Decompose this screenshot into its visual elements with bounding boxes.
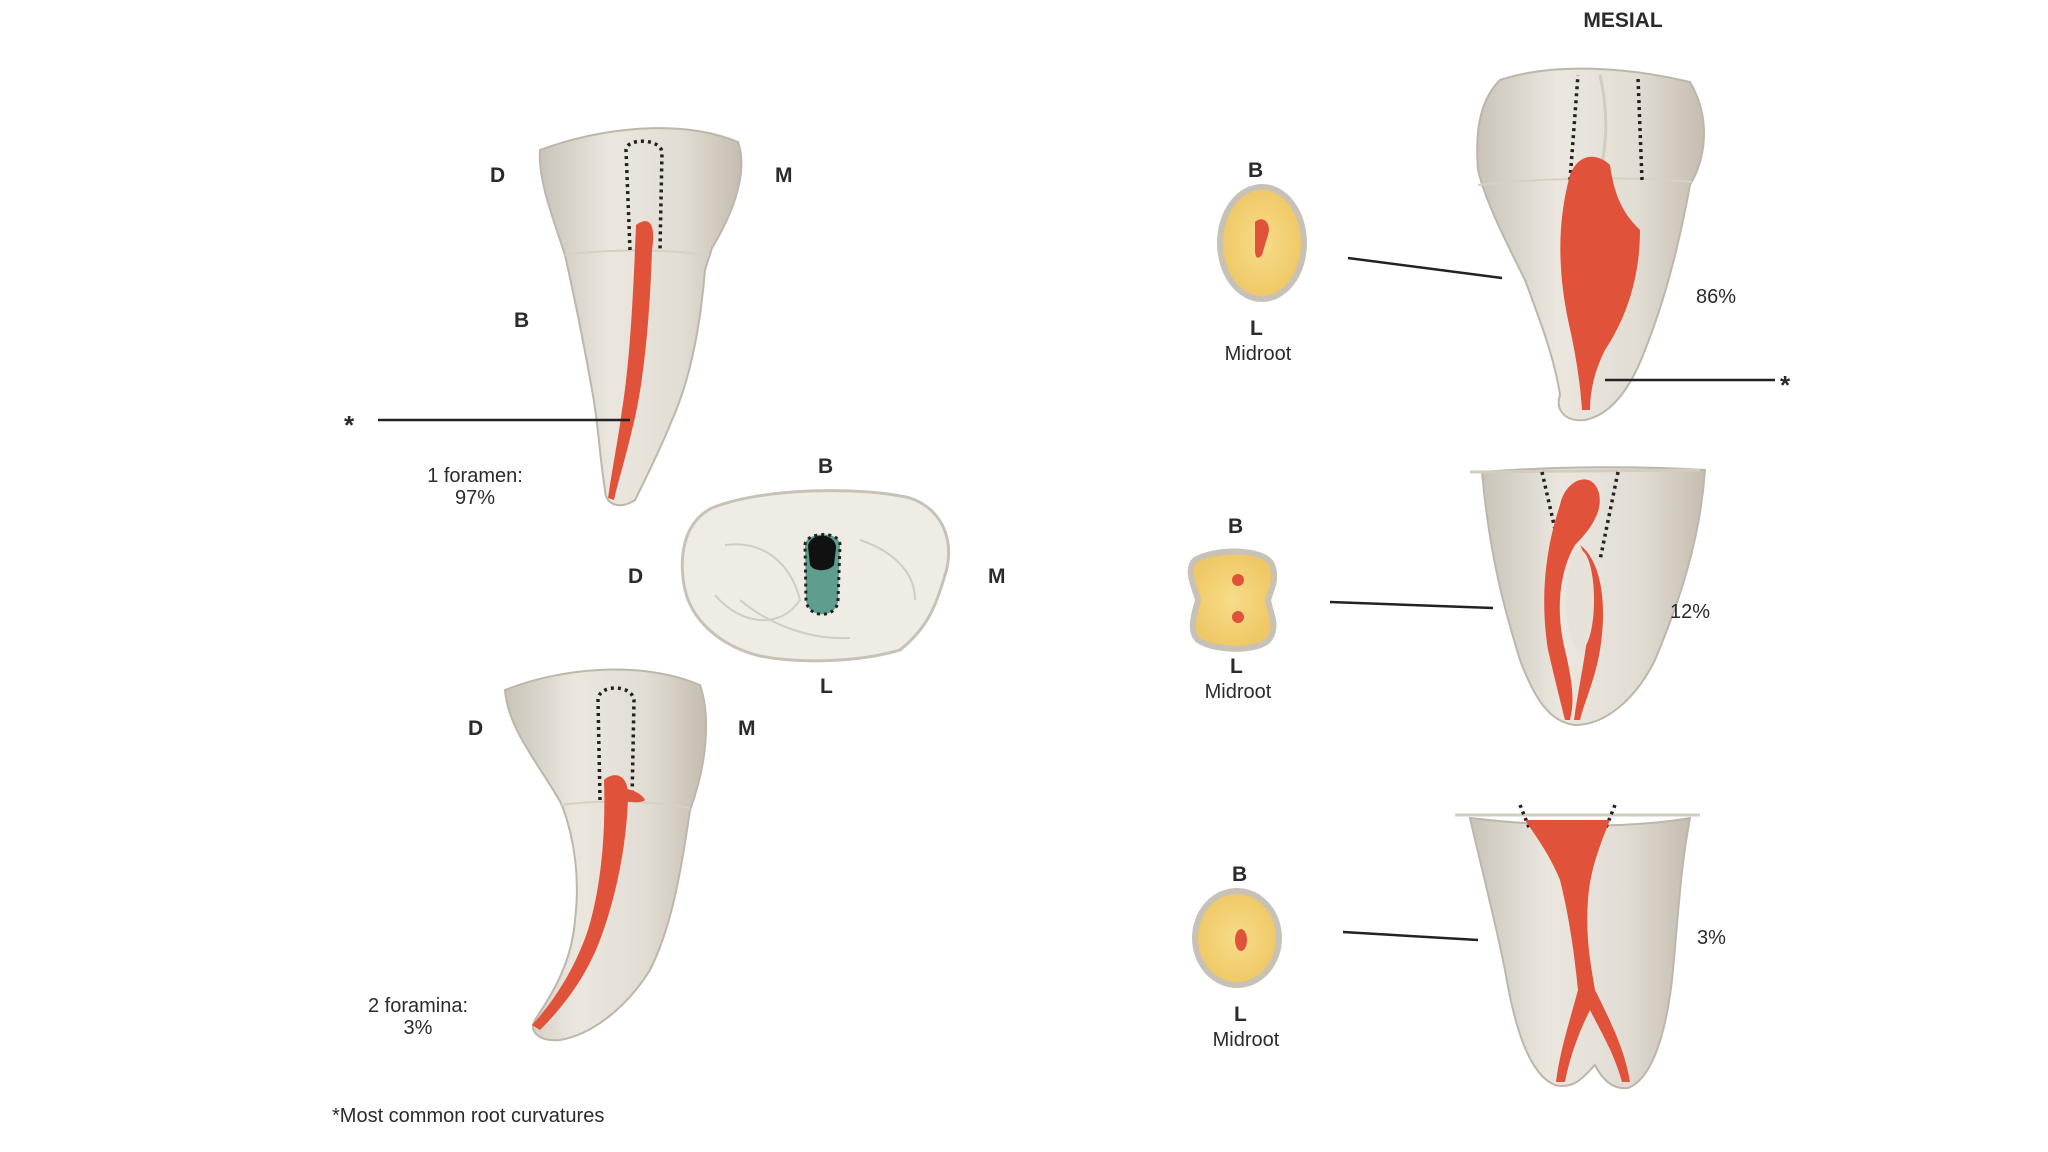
variant-12-tooth: [1329, 466, 1707, 727]
caption-percent: 97%: [454, 487, 496, 509]
tooth-two-foramina: [503, 668, 708, 1042]
percent-label: 86%: [1696, 286, 1737, 308]
mesial-heading: MESIAL: [1583, 9, 1663, 32]
canal-cross-section-buccal: [1232, 574, 1244, 586]
canal-cross-section-lingual: [1232, 611, 1244, 623]
midroot-label: Midroot: [1224, 343, 1292, 365]
root-canal: [1525, 820, 1630, 1082]
footnote: *Most common root curvatures: [332, 1105, 605, 1127]
section-pointer-line: [1329, 600, 1494, 610]
canal-cross-section: [1235, 929, 1247, 951]
variant-86-tooth: [1347, 67, 1775, 422]
variant-3-cross-section: [1192, 888, 1282, 988]
occlusal-buccal-label: B: [818, 455, 834, 478]
canal-cross-section: [1255, 219, 1269, 258]
curvature-marker: *: [344, 410, 355, 440]
one-foramen-caption: 1 foramen: 97%: [427, 465, 523, 509]
occlusal-mesial-label: M: [988, 565, 1006, 588]
variant-12-cross-section: [1187, 548, 1278, 652]
section-lingual-label: L: [1250, 317, 1263, 340]
distal-label: D: [468, 717, 484, 740]
root-canal: [1560, 156, 1640, 410]
root-cross-section: [1187, 548, 1278, 652]
midroot-label: Midroot: [1212, 1029, 1280, 1051]
midroot-label: Midroot: [1204, 681, 1272, 703]
mesial-label: M: [738, 717, 756, 740]
root-canal: [608, 221, 654, 500]
section-buccal-label: B: [1232, 863, 1248, 886]
section-buccal-label: B: [1248, 159, 1264, 182]
caption-line: 2 foramina:: [367, 995, 469, 1017]
buccal-label: B: [514, 309, 530, 332]
section-buccal-label: B: [1228, 515, 1244, 538]
caption-line: 1 foramen:: [427, 465, 523, 487]
curvature-marker: *: [1780, 370, 1791, 400]
occlusal-view: [680, 489, 951, 663]
occlusal-lingual-label: L: [820, 675, 833, 698]
variant-86-cross-section: [1217, 184, 1307, 302]
section-pointer-line: [1342, 930, 1479, 942]
percent-label: 12%: [1670, 601, 1711, 623]
section-lingual-label: L: [1230, 655, 1243, 678]
root-canal: [532, 775, 629, 1030]
pulp-chamber-outline: [624, 139, 664, 251]
percent-label: 3%: [1697, 927, 1726, 949]
two-foramina-caption: 2 foramina: 3%: [368, 995, 468, 1039]
section-pointer-line: [1347, 256, 1503, 280]
distal-label: D: [490, 164, 506, 187]
root-canal-buccal: [1544, 479, 1600, 720]
tooth-one-foramen: [378, 127, 743, 507]
variant-3-tooth: [1342, 804, 1700, 1090]
section-lingual-label: L: [1234, 1003, 1247, 1026]
caption-percent: 3%: [403, 1017, 433, 1039]
pulp-chamber-outline: [596, 686, 636, 801]
occlusal-distal-label: D: [628, 565, 644, 588]
mesial-label: M: [775, 164, 793, 187]
